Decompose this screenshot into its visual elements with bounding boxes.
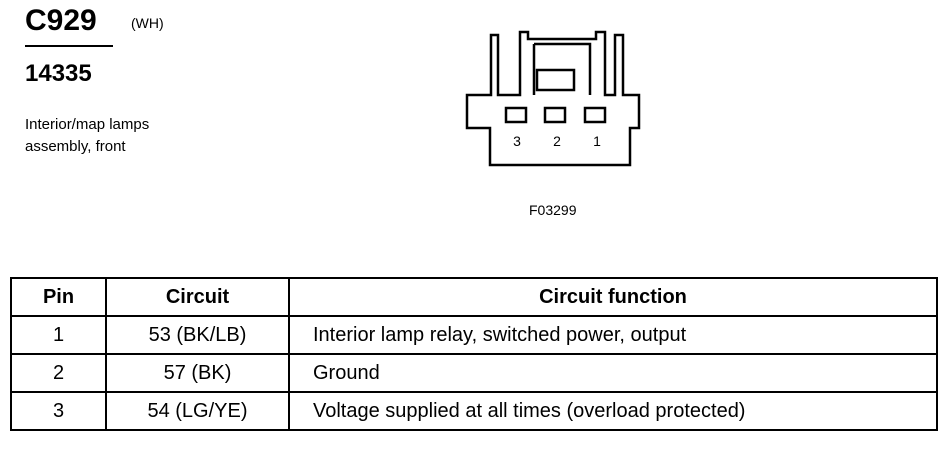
cell-circuit-function: Ground <box>288 353 938 393</box>
part-number: 14335 <box>25 60 92 87</box>
pin-2-cavity <box>543 106 567 124</box>
header-circuit-function: Circuit function <box>288 277 938 317</box>
pin-label-1: 1 <box>593 133 601 149</box>
cell-pin: 2 <box>10 353 107 393</box>
connector-description: Interior/map lamps assembly, front <box>25 114 225 158</box>
figure-id: F03299 <box>529 202 577 218</box>
pin-1-cavity <box>583 106 607 124</box>
table-row: 2 57 (BK) Ground <box>10 353 938 393</box>
pin-3-cavity <box>504 106 528 124</box>
table-header-row: Pin Circuit Circuit function <box>10 277 938 317</box>
latch-window <box>535 68 576 92</box>
cell-circuit: 53 (BK/LB) <box>105 315 290 355</box>
pin-label-2: 2 <box>553 133 561 149</box>
latch-outline <box>532 42 592 95</box>
cell-circuit-function: Voltage supplied at all times (overload … <box>288 391 938 431</box>
header-pin: Pin <box>10 277 107 317</box>
connector-housing-outline <box>465 30 641 167</box>
connector-id-underline <box>25 45 113 47</box>
pinout-table: Pin Circuit Circuit function 1 53 (BK/LB… <box>10 277 938 431</box>
connector-face-drawing: 3 2 1 <box>465 30 641 167</box>
connector-id: C929 <box>25 4 97 37</box>
description-line-1: Interior/map lamps <box>25 116 150 133</box>
pin-label-3: 3 <box>513 133 521 149</box>
cell-pin: 3 <box>10 391 107 431</box>
cell-pin: 1 <box>10 315 107 355</box>
connector-color: (WH) <box>131 15 164 31</box>
description-line-2: assembly, front <box>25 138 126 155</box>
header-circuit: Circuit <box>105 277 290 317</box>
cell-circuit: 54 (LG/YE) <box>105 391 290 431</box>
cell-circuit-function: Interior lamp relay, switched power, out… <box>288 315 938 355</box>
table-row: 3 54 (LG/YE) Voltage supplied at all tim… <box>10 391 938 431</box>
table-row: 1 53 (BK/LB) Interior lamp relay, switch… <box>10 315 938 355</box>
cell-circuit: 57 (BK) <box>105 353 290 393</box>
